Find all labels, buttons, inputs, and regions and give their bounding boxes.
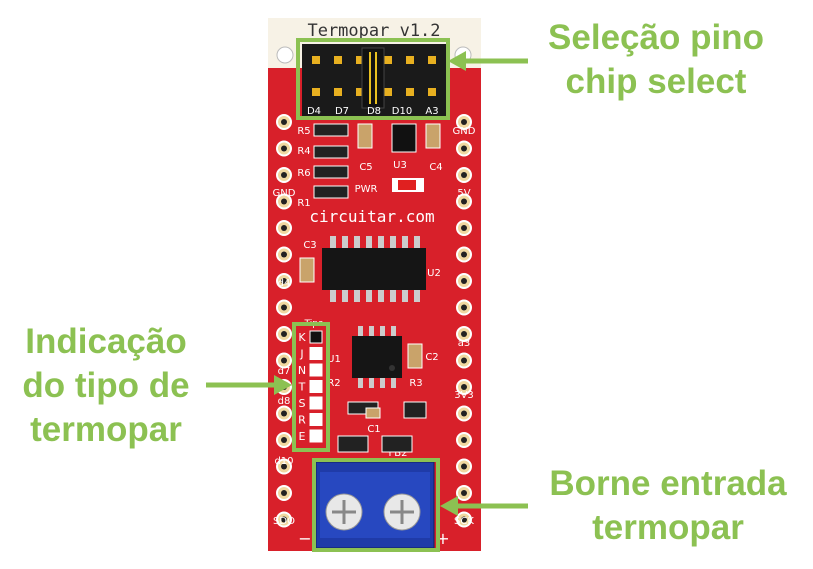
highlight-type-indicator: [292, 322, 330, 452]
header-label: D7: [335, 106, 349, 117]
chip-u1: [352, 326, 402, 388]
header-pin: [428, 56, 436, 64]
header-label: D8: [367, 106, 381, 117]
header-pin: [356, 56, 364, 64]
type-letter: E: [299, 430, 306, 443]
brand-text: circuitar.com: [309, 207, 434, 226]
component-label: U2: [427, 268, 441, 279]
arrow-terminal: [440, 496, 528, 516]
type-letter: N: [298, 364, 306, 377]
callout-terminal: Borne entrada termopar: [536, 462, 800, 550]
component-label: C5: [359, 162, 372, 173]
type-letter: K: [298, 331, 306, 344]
type-box: [309, 380, 323, 393]
header-pin: [334, 88, 342, 96]
component-label: C3: [303, 240, 316, 251]
header-pin: [384, 56, 392, 64]
left-pin-label: SDO: [273, 516, 295, 527]
component-label: R1: [297, 198, 310, 209]
right-pin-label: SCK: [454, 516, 474, 527]
type-box: [309, 330, 323, 344]
callout-terminal-line1: Borne entrada: [549, 464, 787, 503]
type-box: [309, 347, 323, 360]
mount-hole-left: [276, 46, 294, 64]
callout-type-indicator: Indicação do tipo de termopar: [8, 320, 204, 452]
right-pin-label: a3: [458, 338, 471, 349]
type-box: [309, 429, 323, 443]
right-pin-label: 3V3: [454, 390, 474, 401]
cap-c3: [299, 257, 315, 283]
type-letter: R: [298, 414, 306, 427]
edge-pads: [276, 114, 472, 528]
component-label: R3: [409, 378, 422, 389]
right-pin-label: GND: [453, 126, 476, 137]
callout-chip-select-line2: chip select: [565, 62, 747, 101]
component-label: R2: [327, 378, 340, 389]
component-label: C4: [429, 162, 442, 173]
callout-type-line1: Indicação: [25, 322, 187, 361]
header-pin: [356, 88, 364, 96]
component-label: R5: [297, 126, 310, 137]
type-letter: T: [298, 381, 306, 394]
arrow-chip-select: [448, 51, 528, 71]
board-title: Termopar v1.2: [307, 21, 440, 41]
callout-type-line3: termopar: [30, 410, 182, 449]
callout-type-line2: do tipo de: [22, 366, 190, 405]
type-box: [309, 363, 323, 377]
component-label: U1: [327, 354, 341, 365]
highlight-terminal: [312, 458, 440, 552]
callout-chip-select-line1: Seleção pino: [548, 18, 764, 57]
cap-c1: [365, 407, 381, 419]
arrow-type-indicator: [206, 375, 292, 395]
type-letter: S: [299, 397, 306, 410]
right-pin-label: 5V: [457, 188, 470, 199]
chip-u2: [322, 236, 426, 302]
component-label: C1: [367, 424, 380, 435]
component-label: FB2: [389, 448, 408, 459]
highlight-chip-select: [296, 38, 450, 120]
callout-terminal-line2: termopar: [592, 508, 744, 547]
terminal-block: [315, 461, 435, 549]
left-pin-label: GND: [273, 188, 296, 199]
type-box: [309, 396, 323, 410]
callout-chip-select: Seleção pino chip select: [532, 16, 780, 104]
component-label: R4: [297, 146, 310, 157]
header-pin: [406, 88, 414, 96]
header-label: D4: [307, 106, 321, 117]
smd-resistors: [313, 123, 441, 199]
fb1: [337, 435, 369, 453]
header-label: A3: [425, 106, 438, 117]
left-pin-label: d8: [278, 396, 291, 407]
left-pin-label: d4: [278, 278, 291, 289]
terminal-minus: −: [298, 529, 311, 548]
type-box: [309, 413, 323, 426]
left-pin-label: d7: [278, 366, 291, 377]
header-pin: [384, 88, 392, 96]
cap-c2: [407, 343, 423, 369]
component-label: PWR: [355, 184, 378, 195]
pin-header: [302, 44, 446, 116]
component-label: U3: [393, 160, 407, 171]
header-pin: [406, 56, 414, 64]
header-label: D10: [392, 106, 412, 117]
header-pin: [428, 88, 436, 96]
fb2: [381, 435, 413, 453]
left-pin-label: d10: [274, 456, 293, 467]
type-letter: J: [299, 348, 303, 361]
header-pin: [334, 56, 342, 64]
component-label: C2: [425, 352, 438, 363]
res-r3: [403, 401, 427, 419]
component-label: R6: [297, 168, 310, 179]
header-pin: [312, 56, 320, 64]
header-pin: [312, 88, 320, 96]
